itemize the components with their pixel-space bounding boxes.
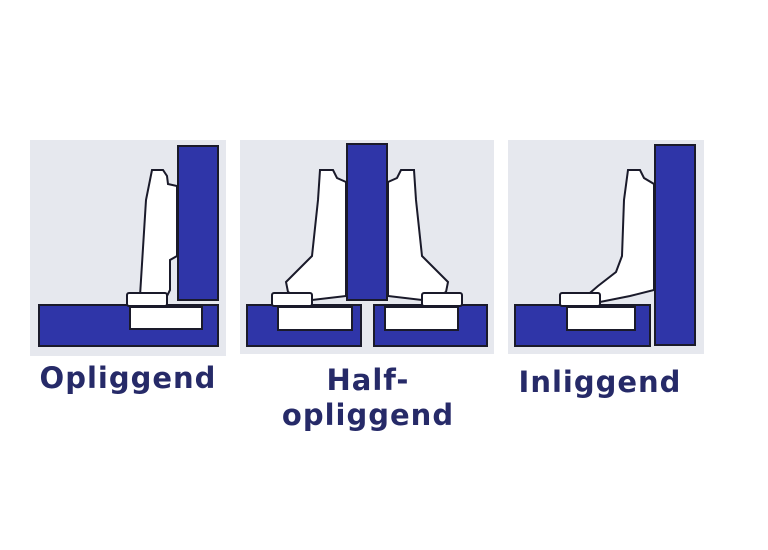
cup-recess bbox=[566, 306, 636, 331]
cup-recess-left bbox=[277, 306, 353, 331]
door-panel bbox=[346, 143, 388, 301]
cup-recess-right bbox=[384, 306, 459, 331]
hinge-cup bbox=[126, 292, 168, 307]
hinge-arm bbox=[138, 169, 178, 297]
overlay-hinge-diagram bbox=[30, 140, 226, 356]
door-panel bbox=[654, 144, 696, 346]
half-overlay-label-line2: opliggend bbox=[281, 398, 455, 432]
hinge-cup-right bbox=[421, 292, 463, 307]
inset-label: Inliggend bbox=[518, 365, 682, 399]
half-overlay-hinge-diagram bbox=[240, 140, 494, 354]
hinge-cup-left bbox=[271, 292, 313, 307]
hinge-cup bbox=[559, 292, 601, 307]
half-overlay-label-line1: Half- bbox=[326, 363, 410, 397]
cup-recess bbox=[129, 306, 203, 330]
door-panel bbox=[177, 145, 219, 301]
overlay-label: Opliggend bbox=[39, 361, 217, 395]
inset-hinge-diagram bbox=[508, 140, 704, 354]
